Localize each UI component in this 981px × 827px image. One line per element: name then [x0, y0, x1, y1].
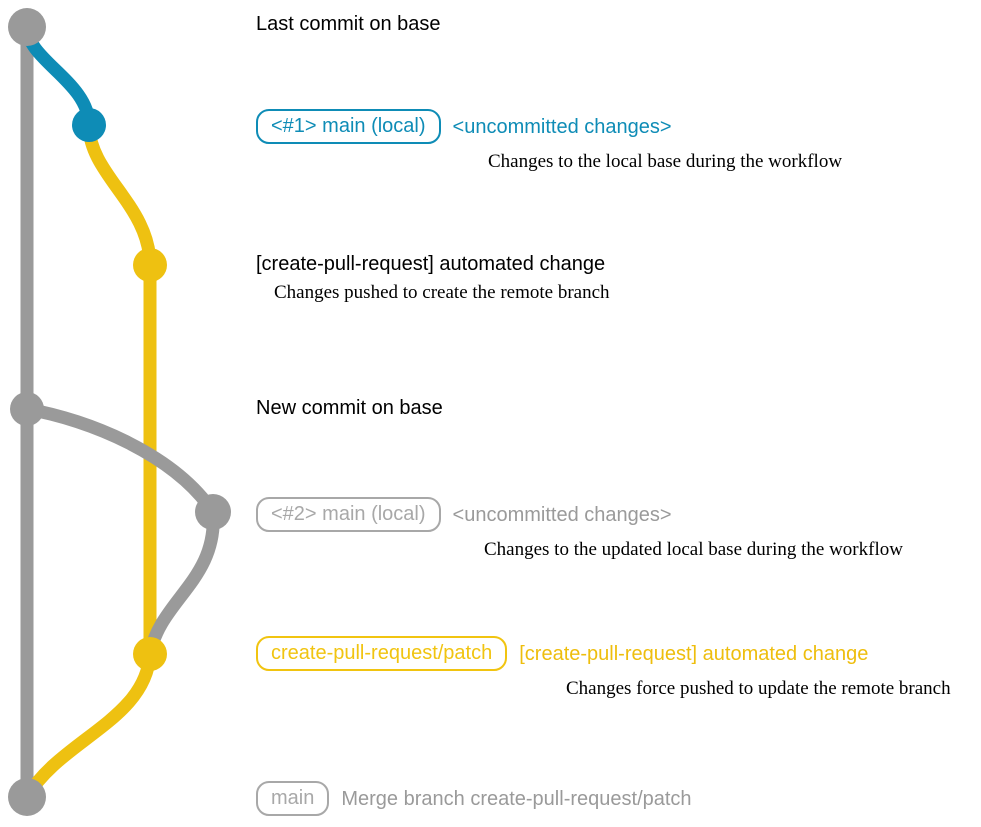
commit-node-patch-2[interactable] — [133, 637, 167, 671]
branch-pill-create-pull-request-patch[interactable]: create-pull-request/patch — [256, 636, 508, 671]
edge-local-2-to-patch-2 — [143, 505, 220, 661]
commit-entry-local-main-2: <#2> main (local) <uncommitted changes> … — [256, 497, 903, 561]
commit-node-local-2[interactable] — [195, 494, 231, 530]
branch-pill-local-main-1[interactable]: <#1> main (local) — [256, 109, 441, 144]
commit-headline: <#1> main (local) <uncommitted changes> — [256, 109, 842, 144]
commit-note: Changes to the updated local base during… — [484, 539, 903, 560]
commit-headline: main Merge branch create-pull-request/pa… — [256, 781, 692, 816]
commit-node-local-1[interactable] — [72, 108, 106, 142]
commit-node-base-new[interactable] — [10, 392, 44, 426]
edge-local-1-to-patch-1 — [82, 118, 157, 272]
commit-subject: <uncommitted changes> — [452, 115, 672, 138]
commit-entry-automated-change-1: [create-pull-request] automated change C… — [256, 253, 610, 304]
branch-pill-main[interactable]: main — [256, 781, 330, 816]
commit-entry-new-commit-on-base: New commit on base — [256, 397, 443, 419]
commit-subject: Merge branch create-pull-request/patch — [341, 787, 692, 810]
commit-subject: <uncommitted changes> — [452, 503, 672, 526]
commit-node-merge[interactable] — [8, 778, 46, 816]
commit-note: Changes force pushed to update the remot… — [566, 678, 951, 699]
commit-node-patch-1[interactable] — [133, 248, 167, 282]
commit-subject: New commit on base — [256, 397, 443, 419]
commit-headline: Last commit on base — [256, 13, 441, 35]
commit-entry-automated-change-2: create-pull-request/patch [create-pull-r… — [256, 636, 951, 700]
commit-subject: [create-pull-request] automated change — [256, 253, 606, 275]
commit-node-base-top[interactable] — [8, 8, 46, 46]
commit-subject: [create-pull-request] automated change — [519, 642, 869, 665]
commit-entry-merge-commit: main Merge branch create-pull-request/pa… — [256, 781, 692, 816]
commit-entry-local-main-1: <#1> main (local) <uncommitted changes> … — [256, 109, 842, 173]
commit-headline: <#2> main (local) <uncommitted changes> — [256, 497, 903, 532]
commit-headline: New commit on base — [256, 397, 443, 419]
branch-pill-local-main-2[interactable]: <#2> main (local) — [256, 497, 441, 532]
commit-note: Changes to the local base during the wor… — [488, 151, 843, 172]
edge-patch-2-to-merge — [20, 647, 157, 804]
commit-note: Changes pushed to create the remote bran… — [274, 282, 610, 303]
commit-entry-last-commit-on-base: Last commit on base — [256, 13, 441, 35]
commit-headline: [create-pull-request] automated change — [256, 253, 610, 275]
commit-subject: Last commit on base — [256, 13, 441, 35]
edge-base-new-to-local-2 — [20, 402, 220, 519]
commit-headline: create-pull-request/patch [create-pull-r… — [256, 636, 951, 671]
